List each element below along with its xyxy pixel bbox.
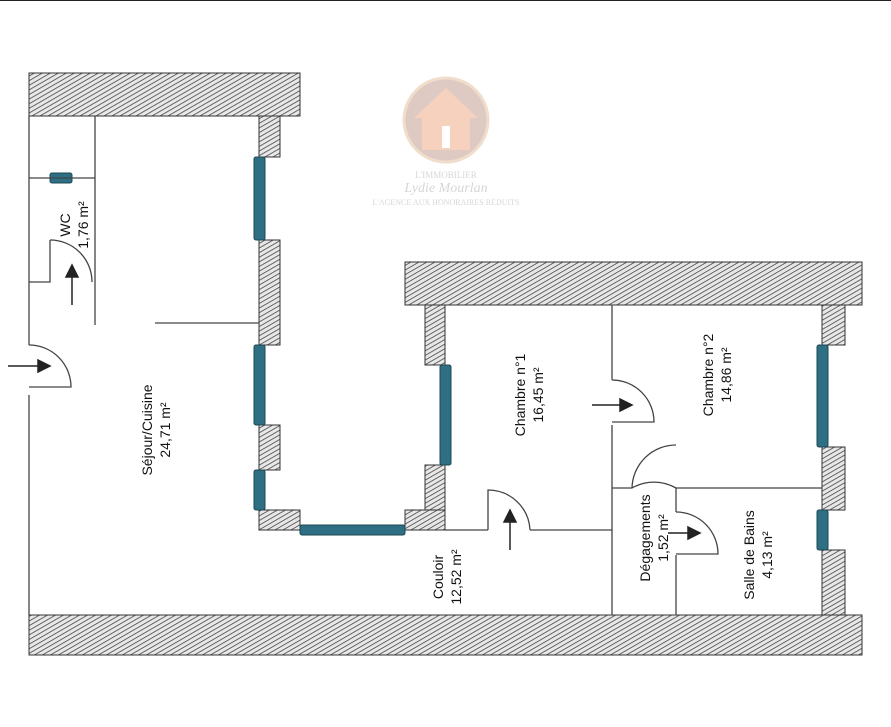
room-label-couloir: Couloir 12,52 m²: [430, 549, 464, 605]
svg-text:14,86 m²: 14,86 m²: [718, 347, 734, 403]
agency-logo: L'IMMOBILIER Lydie Mourlan L'AGENCE AUX …: [373, 76, 520, 207]
svg-text:1,76 m²: 1,76 m²: [75, 201, 91, 249]
svg-text:12,52 m²: 12,52 m²: [448, 549, 464, 605]
windows: [49, 156, 829, 551]
arrow-icon: [502, 508, 518, 523]
room-label-chambre-2: Chambre n°2 14,86 m²: [700, 333, 734, 416]
arrow-icon: [619, 397, 634, 413]
arrow-icon: [64, 263, 80, 278]
svg-text:Chambre n°1: Chambre n°1: [512, 353, 528, 436]
svg-text:L'IMMOBILIER: L'IMMOBILIER: [415, 170, 477, 180]
svg-text:WC: WC: [57, 213, 73, 236]
partitions: [28, 116, 822, 615]
arrow-icon: [687, 525, 702, 541]
svg-text:1,52 m²: 1,52 m²: [655, 514, 671, 562]
svg-text:Salle de Bains: Salle de Bains: [741, 510, 757, 600]
svg-text:16,45 m²: 16,45 m²: [530, 367, 546, 423]
svg-text:24,71 m²: 24,71 m²: [157, 402, 173, 458]
svg-text:Lydie Mourlan: Lydie Mourlan: [403, 181, 487, 196]
room-label-chambre-1: Chambre n°1 16,45 m²: [512, 353, 546, 436]
room-label-wc: WC 1,76 m²: [57, 201, 91, 249]
svg-text:L'AGENCE AUX HONORAIRES RÉDUIT: L'AGENCE AUX HONORAIRES RÉDUITS: [373, 197, 520, 207]
svg-text:4,13 m²: 4,13 m²: [759, 531, 775, 579]
svg-text:Chambre n°2: Chambre n°2: [700, 333, 716, 416]
room-label-sejour: Séjour/Cuisine 24,71 m²: [139, 384, 173, 475]
svg-text:Dégagements: Dégagements: [637, 494, 653, 581]
room-label-salle-de-bains: Salle de Bains 4,13 m²: [741, 510, 775, 600]
walls: [28, 72, 863, 656]
arrow-icon: [37, 358, 52, 374]
room-label-degagements: Dégagements 1,52 m²: [637, 494, 671, 581]
arrows: [8, 263, 702, 550]
svg-text:Séjour/Cuisine: Séjour/Cuisine: [139, 384, 155, 475]
svg-text:Couloir: Couloir: [430, 554, 446, 599]
